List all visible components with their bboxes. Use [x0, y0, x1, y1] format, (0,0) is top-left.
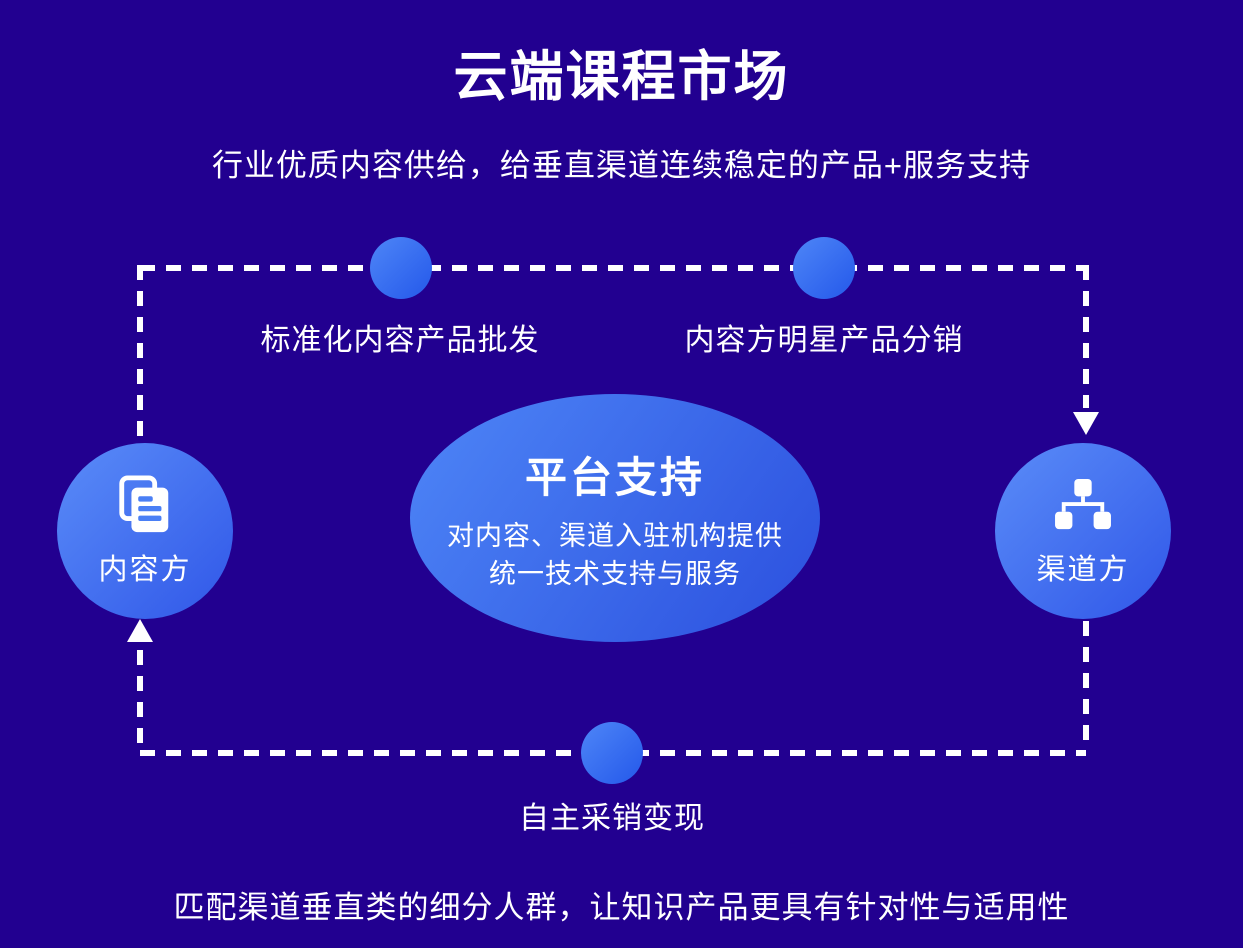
connector-dot-top-left [370, 237, 432, 299]
arrow-down-icon [1073, 412, 1099, 435]
platform-support-title: 平台支持 [524, 453, 705, 501]
arrow-up-icon [127, 619, 153, 642]
documents-icon [112, 474, 178, 536]
dashed-line-left-upper [137, 265, 143, 443]
platform-support-desc-line2: 统一技术支持与服务 [489, 558, 741, 589]
dashed-line-left-lower [137, 650, 143, 750]
connector-dot-top-right [793, 237, 855, 299]
page-title: 云端课程市场 [453, 47, 790, 107]
sitemap-icon [1050, 474, 1116, 536]
connector-dot-bottom [581, 722, 643, 784]
flow-label-monetization: 自主采销变现 [519, 802, 705, 835]
dashed-line-right-upper [1083, 265, 1089, 408]
footer-text: 匹配渠道垂直类的细分人群，让知识产品更具有针对性与适用性 [173, 890, 1070, 925]
platform-support-desc-line1: 对内容、渠道入驻机构提供 [447, 520, 783, 551]
content-provider-node: 内容方 [57, 443, 233, 619]
platform-support-node: 平台支持 对内容、渠道入驻机构提供 统一技术支持与服务 [410, 394, 820, 642]
flow-label-distribution: 内容方明星产品分销 [684, 324, 964, 357]
content-provider-label: 内容方 [98, 554, 192, 586]
dashed-line-top [140, 265, 1086, 271]
page-subtitle: 行业优质内容供给，给垂直渠道连续稳定的产品+服务支持 [211, 148, 1032, 183]
dashed-line-right-lower [1083, 621, 1089, 750]
flow-label-wholesale: 标准化内容产品批发 [260, 324, 540, 357]
channel-partner-node: 渠道方 [995, 443, 1171, 619]
channel-partner-label: 渠道方 [1036, 554, 1130, 586]
